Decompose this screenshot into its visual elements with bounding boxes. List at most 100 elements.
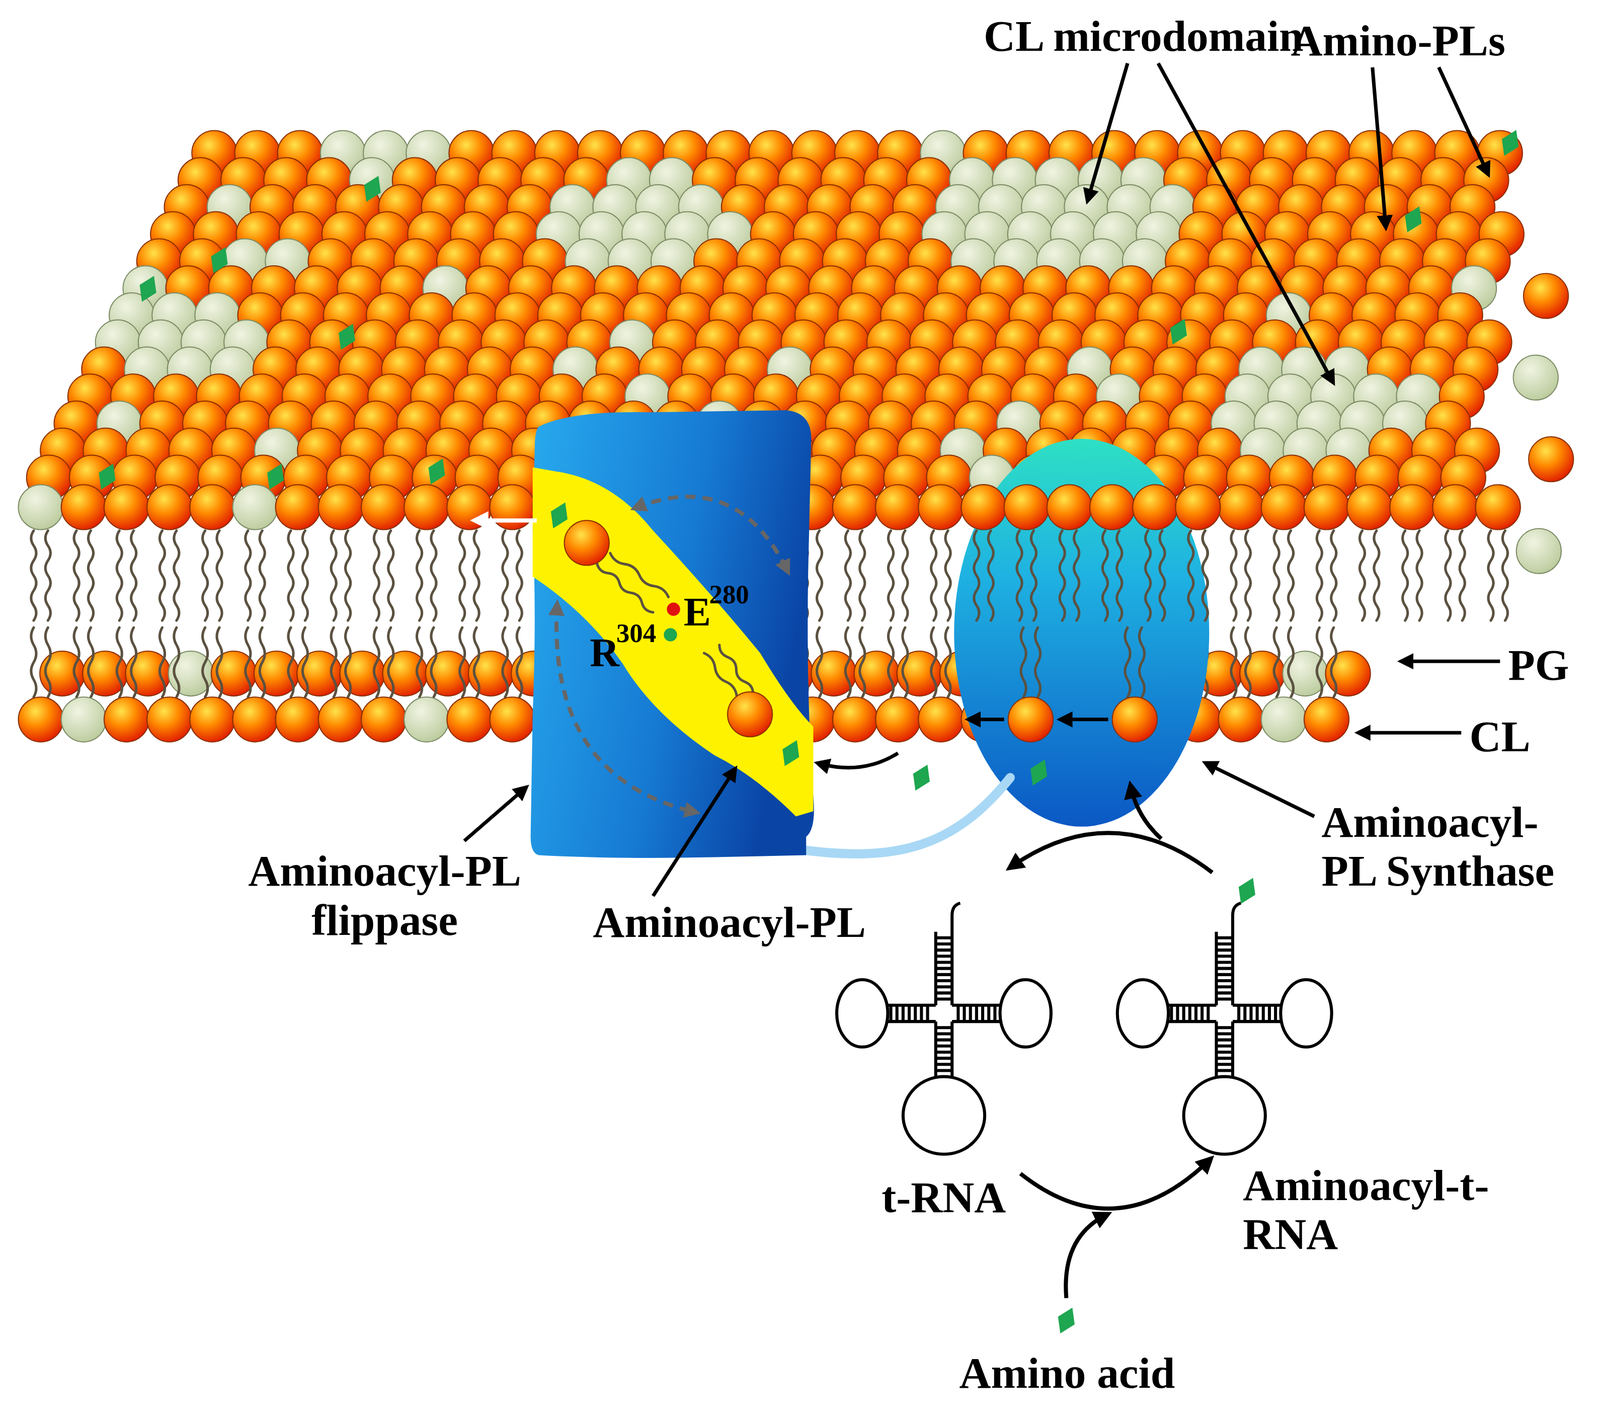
trna-rung	[1216, 1031, 1233, 1035]
lipid-head	[832, 696, 878, 742]
leader-arrow	[1358, 731, 1462, 735]
lipid-tail	[473, 627, 479, 697]
aminoacyl-pl-synthase	[953, 438, 1221, 827]
trna-rung	[956, 1005, 960, 1022]
lipid-head	[318, 696, 364, 742]
lipid-tail	[1502, 530, 1508, 621]
leader-arrow	[1206, 763, 1315, 817]
lipid-head	[1218, 484, 1264, 530]
label: CL	[1469, 712, 1531, 762]
lipid-head	[1218, 696, 1264, 742]
lipid-head	[232, 696, 278, 742]
trna-rung	[1216, 967, 1233, 971]
lipid-tail	[331, 627, 337, 697]
lipid-tail	[473, 530, 479, 621]
trna-rung	[1243, 1005, 1247, 1022]
lipid-head	[1175, 484, 1221, 530]
trna-rung	[1267, 1005, 1271, 1022]
lipid-tail	[1145, 530, 1151, 621]
lipid-tail	[345, 530, 351, 621]
flippase-body	[530, 410, 815, 858]
trna-rung	[913, 1005, 917, 1022]
trna-rung	[1216, 936, 1233, 940]
lipid-tail	[945, 530, 951, 621]
trna-rung	[981, 1005, 985, 1022]
trna-rung	[1237, 1005, 1241, 1022]
lipid-tail	[302, 627, 308, 697]
lipid-tail	[31, 627, 37, 697]
trna-rung	[1216, 997, 1233, 1001]
trna-rung	[1169, 1005, 1173, 1022]
lipid-tail	[1139, 627, 1145, 697]
release-arrow	[475, 518, 537, 523]
trna-rung	[935, 1056, 952, 1060]
trna-rung	[969, 1005, 973, 1022]
leader-arrow	[1402, 659, 1501, 664]
flip-arrow	[556, 604, 696, 813]
label: PG	[1508, 641, 1570, 691]
lipid-tail	[116, 627, 122, 697]
lipid-head	[1523, 273, 1569, 319]
lipid-tail	[345, 627, 351, 697]
trna-rung	[1216, 985, 1233, 989]
trna-strand	[1216, 1021, 1233, 1077]
lipid-head	[189, 696, 235, 742]
lipid-head	[489, 696, 535, 742]
lipid-tail	[259, 627, 265, 697]
trna-rung	[963, 1005, 967, 1022]
lipid-head	[275, 696, 321, 742]
trna-rung	[1175, 1005, 1179, 1022]
transfer-arrow	[1061, 717, 1108, 722]
lipid-head	[1132, 484, 1178, 530]
trna-rung	[935, 954, 952, 958]
lipid-tail	[302, 530, 308, 621]
lipid-tail	[245, 530, 251, 621]
lipid-tail	[988, 530, 994, 621]
lipid-tail	[1059, 530, 1065, 621]
lipid-head	[961, 484, 1006, 530]
amino-acid-diamond	[1164, 314, 1193, 349]
protein-link	[795, 777, 1011, 854]
transfer-arrow	[818, 753, 899, 768]
lipid-tail	[845, 627, 851, 697]
lipid-tail	[116, 530, 122, 621]
transfer-arrow	[969, 717, 1005, 722]
lipid-head	[961, 484, 1006, 530]
label: Aminoacyl-t-RNA	[1242, 1161, 1510, 1260]
trna-rung	[935, 991, 952, 995]
trna-rung	[889, 1005, 893, 1022]
lipid-tail	[73, 530, 79, 621]
lipid-tail	[331, 530, 337, 621]
lipid-tail	[1331, 627, 1337, 697]
lipid-tail	[45, 627, 51, 697]
cardiolipin-head	[404, 696, 449, 742]
cardiolipin-head	[1516, 528, 1562, 574]
lipid-head	[1047, 484, 1092, 530]
cycle-arrow	[1130, 785, 1162, 839]
lipid-tail	[131, 530, 137, 621]
trna-rung	[935, 1031, 952, 1035]
trna-rung	[1261, 1005, 1265, 1022]
trna-rung	[935, 1038, 952, 1042]
lipid-head	[1304, 484, 1349, 530]
aminoacyl-pl-flippase	[475, 410, 815, 858]
trna-loop	[1183, 1076, 1266, 1155]
arginine-residue	[663, 627, 677, 642]
leader-arrow	[653, 769, 735, 896]
lipid-head	[1304, 696, 1349, 742]
lipid-tail	[945, 627, 951, 697]
trna-rung	[1216, 1068, 1233, 1072]
lipid-head	[18, 696, 64, 742]
lipid-tail	[516, 530, 522, 621]
trna-rung	[935, 1025, 952, 1029]
trna-rung	[907, 1005, 911, 1022]
lipid-head	[61, 484, 107, 530]
synthase-body	[953, 438, 1210, 827]
trna-rung	[935, 1068, 952, 1072]
amino-acid-diamond	[1495, 125, 1525, 160]
lipid-tail	[1359, 530, 1365, 621]
lipid-head	[1112, 696, 1158, 742]
lipid-tail	[73, 627, 79, 697]
trna-rung	[1216, 942, 1233, 946]
